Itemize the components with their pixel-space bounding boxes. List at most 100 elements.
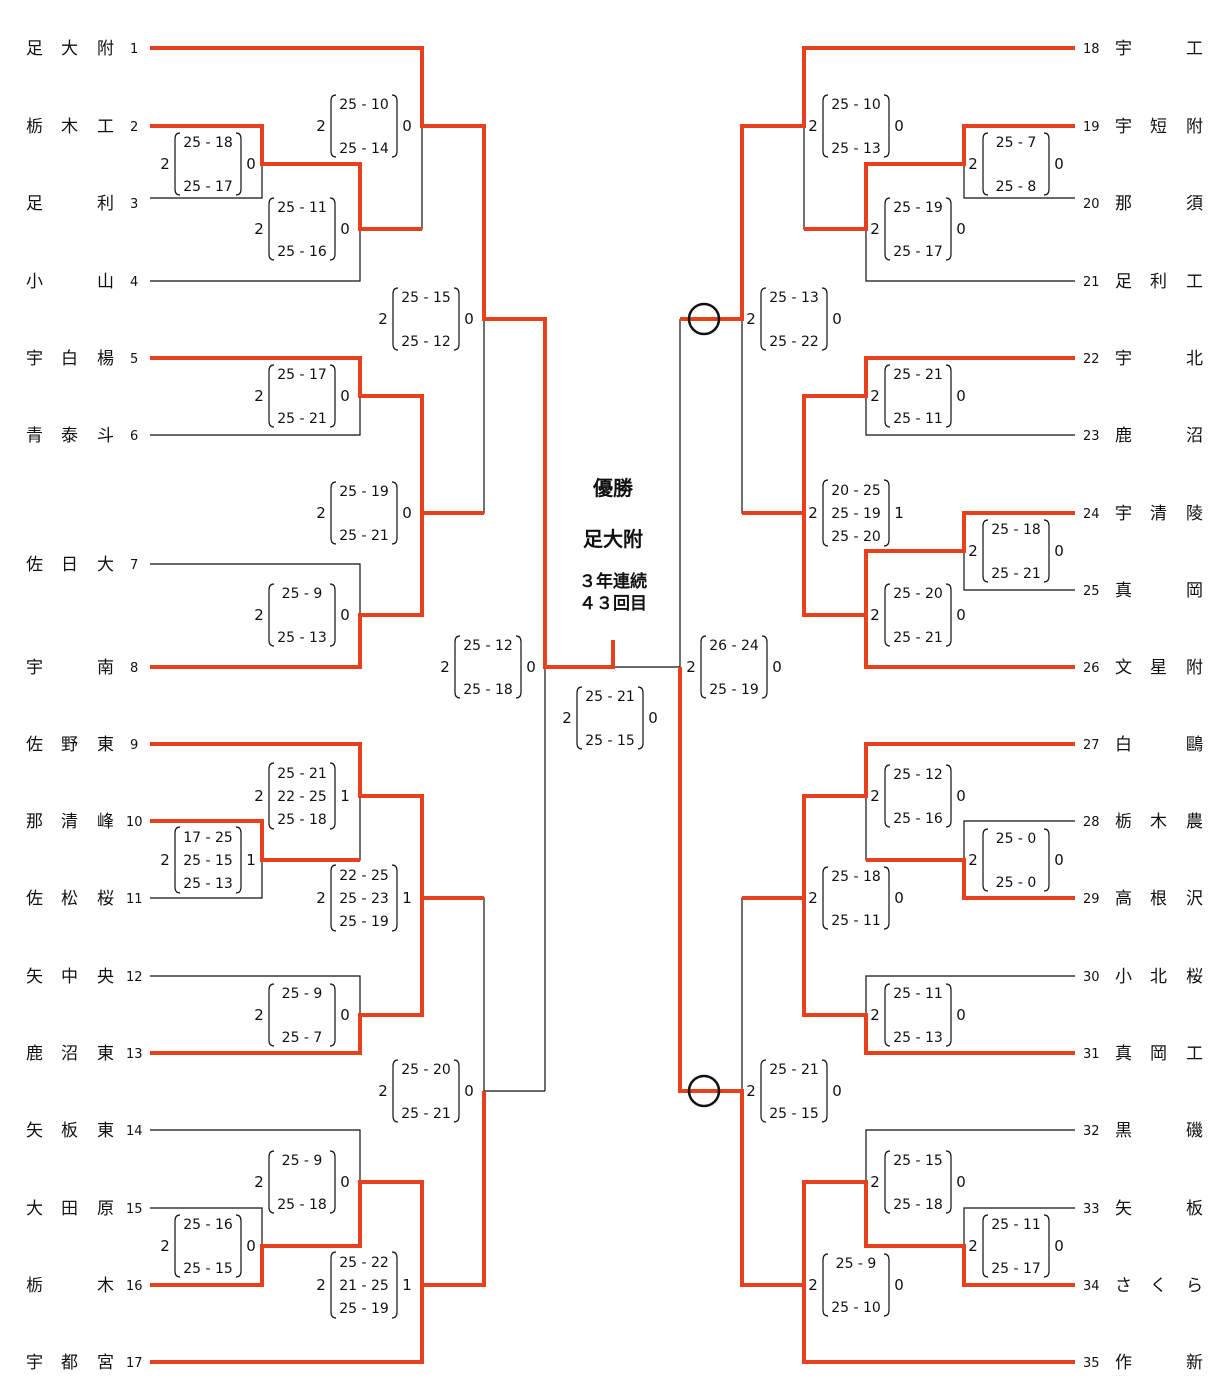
svg-text:15: 15 xyxy=(126,1202,143,1217)
sets-won: 2 xyxy=(316,117,326,135)
sets-won: 2 xyxy=(746,1082,756,1100)
set-score: 25 - 9 xyxy=(282,586,323,602)
sets-lost: 0 xyxy=(956,220,966,238)
svg-text:利: 利 xyxy=(1150,272,1167,292)
sets-lost: 0 xyxy=(340,606,350,624)
svg-text:木: 木 xyxy=(97,1276,114,1296)
set-score: 25 - 12 xyxy=(893,767,943,783)
sets-won: 2 xyxy=(808,889,818,907)
svg-text:ら: ら xyxy=(1186,1276,1203,1296)
svg-text:佐: 佐 xyxy=(26,555,43,575)
score-bracket-left xyxy=(760,1059,767,1123)
svg-text:星: 星 xyxy=(1150,658,1167,678)
svg-text:桜: 桜 xyxy=(1186,967,1203,987)
set-score: 25 - 19 xyxy=(831,506,881,522)
score-bracket-left xyxy=(174,132,181,196)
svg-text:東: 東 xyxy=(97,1121,114,1141)
svg-text:文: 文 xyxy=(1115,658,1132,678)
score-bracket-right xyxy=(515,635,522,699)
svg-text:利: 利 xyxy=(97,194,114,214)
svg-text:鹿: 鹿 xyxy=(26,1044,43,1064)
score-bracket-right xyxy=(391,94,398,158)
svg-text:4: 4 xyxy=(130,275,138,290)
svg-text:白: 白 xyxy=(1115,735,1132,755)
sets-won: 2 xyxy=(686,658,696,676)
score-bracket-left xyxy=(392,1059,399,1123)
sets-lost: 0 xyxy=(464,1082,474,1100)
set-score: 25 - 18 xyxy=(277,1197,327,1213)
sets-lost: 1 xyxy=(340,787,350,805)
sets-won: 2 xyxy=(254,220,264,238)
score-bracket-left xyxy=(982,132,989,196)
set-score: 25 - 15 xyxy=(401,290,451,306)
sets-lost: 0 xyxy=(340,1006,350,1024)
svg-text:那: 那 xyxy=(1115,194,1132,214)
score-bracket-left xyxy=(822,479,829,547)
set-score: 22 - 25 xyxy=(277,789,327,805)
team-16: 栃 木 16 xyxy=(26,1276,143,1296)
sets-lost: 0 xyxy=(956,387,966,405)
svg-text:矢: 矢 xyxy=(1115,1199,1132,1219)
score-bracket-right xyxy=(235,1214,242,1278)
score-bracket-right xyxy=(1043,519,1050,583)
score-bracket-right xyxy=(391,481,398,545)
svg-text:32: 32 xyxy=(1083,1124,1100,1139)
sets-won: 2 xyxy=(440,658,450,676)
sets-lost: 0 xyxy=(894,889,904,907)
sets-lost: 0 xyxy=(894,1276,904,1294)
sets-won: 2 xyxy=(254,606,264,624)
sets-won: 2 xyxy=(968,1237,978,1255)
set-score: 17 - 25 xyxy=(183,830,233,846)
set-score: 20 - 25 xyxy=(831,483,881,499)
set-score: 25 - 19 xyxy=(339,1301,389,1317)
svg-text:短: 短 xyxy=(1150,117,1167,137)
svg-text:5: 5 xyxy=(130,352,138,367)
svg-text:宇: 宇 xyxy=(26,349,43,369)
svg-text:新: 新 xyxy=(1186,1353,1203,1373)
set-score: 25 - 9 xyxy=(282,1153,323,1169)
svg-text:33: 33 xyxy=(1083,1202,1100,1217)
sets-won: 2 xyxy=(378,1082,388,1100)
score-bracket-right xyxy=(821,287,828,351)
set-score: 25 - 18 xyxy=(991,522,1041,538)
score-bracket-left xyxy=(982,828,989,892)
sets-lost: 0 xyxy=(956,1006,966,1024)
set-score: 25 - 16 xyxy=(183,1217,233,1233)
svg-text:さ: さ xyxy=(1115,1276,1132,1296)
svg-text:宇: 宇 xyxy=(1115,39,1132,59)
set-score: 25 - 9 xyxy=(836,1256,877,1272)
score-bracket-right xyxy=(391,864,398,932)
svg-text:26: 26 xyxy=(1083,661,1100,676)
svg-text:大: 大 xyxy=(61,39,78,59)
score-bracket-right xyxy=(391,1251,398,1319)
set-score: 25 - 21 xyxy=(991,566,1041,582)
sets-lost: 0 xyxy=(1054,542,1064,560)
set-score: 25 - 17 xyxy=(893,244,943,260)
svg-text:16: 16 xyxy=(126,1279,143,1294)
svg-text:佐: 佐 xyxy=(26,735,43,755)
svg-text:真: 真 xyxy=(1115,581,1132,601)
set-score: 25 - 21 xyxy=(893,367,943,383)
svg-text:矢: 矢 xyxy=(26,967,43,987)
score-bracket-left xyxy=(760,287,767,351)
svg-text:栃: 栃 xyxy=(26,1276,43,1296)
svg-text:東: 東 xyxy=(97,1044,114,1064)
svg-text:22: 22 xyxy=(1083,352,1100,367)
svg-text:30: 30 xyxy=(1083,970,1100,985)
svg-text:24: 24 xyxy=(1083,507,1100,522)
svg-text:宮: 宮 xyxy=(97,1353,114,1373)
set-score: 25 - 13 xyxy=(831,141,881,157)
